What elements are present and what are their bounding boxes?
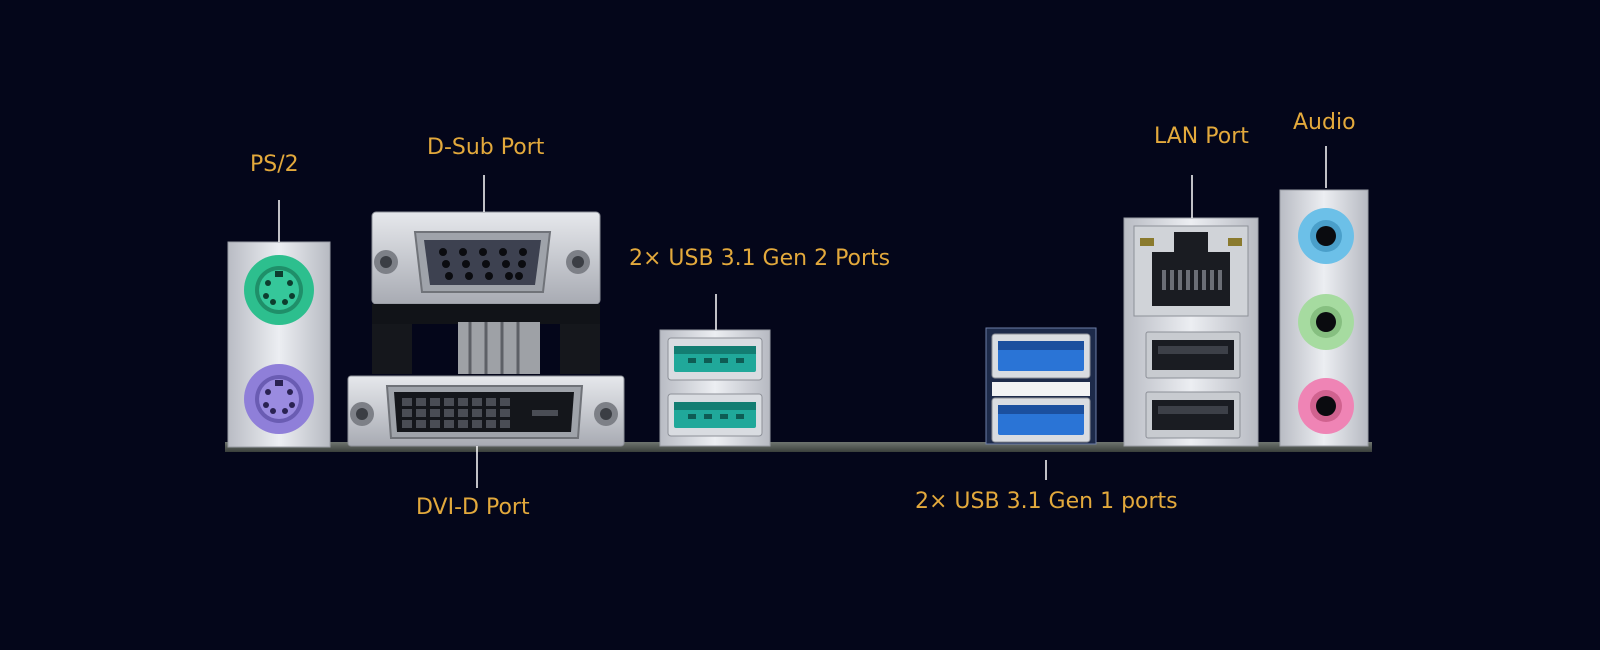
dsub-label: D-Sub Port	[427, 135, 545, 160]
usb-gen2-label: 2× USB 3.1 Gen 2 Ports	[629, 246, 891, 271]
ps2-port[interactable]	[227, 241, 331, 448]
dvi-d-port[interactable]	[347, 375, 625, 447]
audio-jacks[interactable]	[1279, 189, 1369, 447]
usb-2-0-ports[interactable]	[1145, 331, 1241, 439]
dsub-port[interactable]	[371, 211, 601, 374]
dvi-label: DVI-D Port	[416, 495, 530, 520]
usb-3-1-gen1-ports[interactable]	[985, 327, 1097, 445]
audio-label: Audio	[1293, 110, 1356, 135]
lan-label: LAN Port	[1154, 124, 1249, 149]
ps2-label: PS/2	[250, 152, 299, 177]
pcb-edge	[225, 442, 1372, 452]
usb-gen1-label: 2× USB 3.1 Gen 1 ports	[915, 489, 1178, 514]
usb-3-1-gen2-ports[interactable]	[659, 329, 771, 447]
